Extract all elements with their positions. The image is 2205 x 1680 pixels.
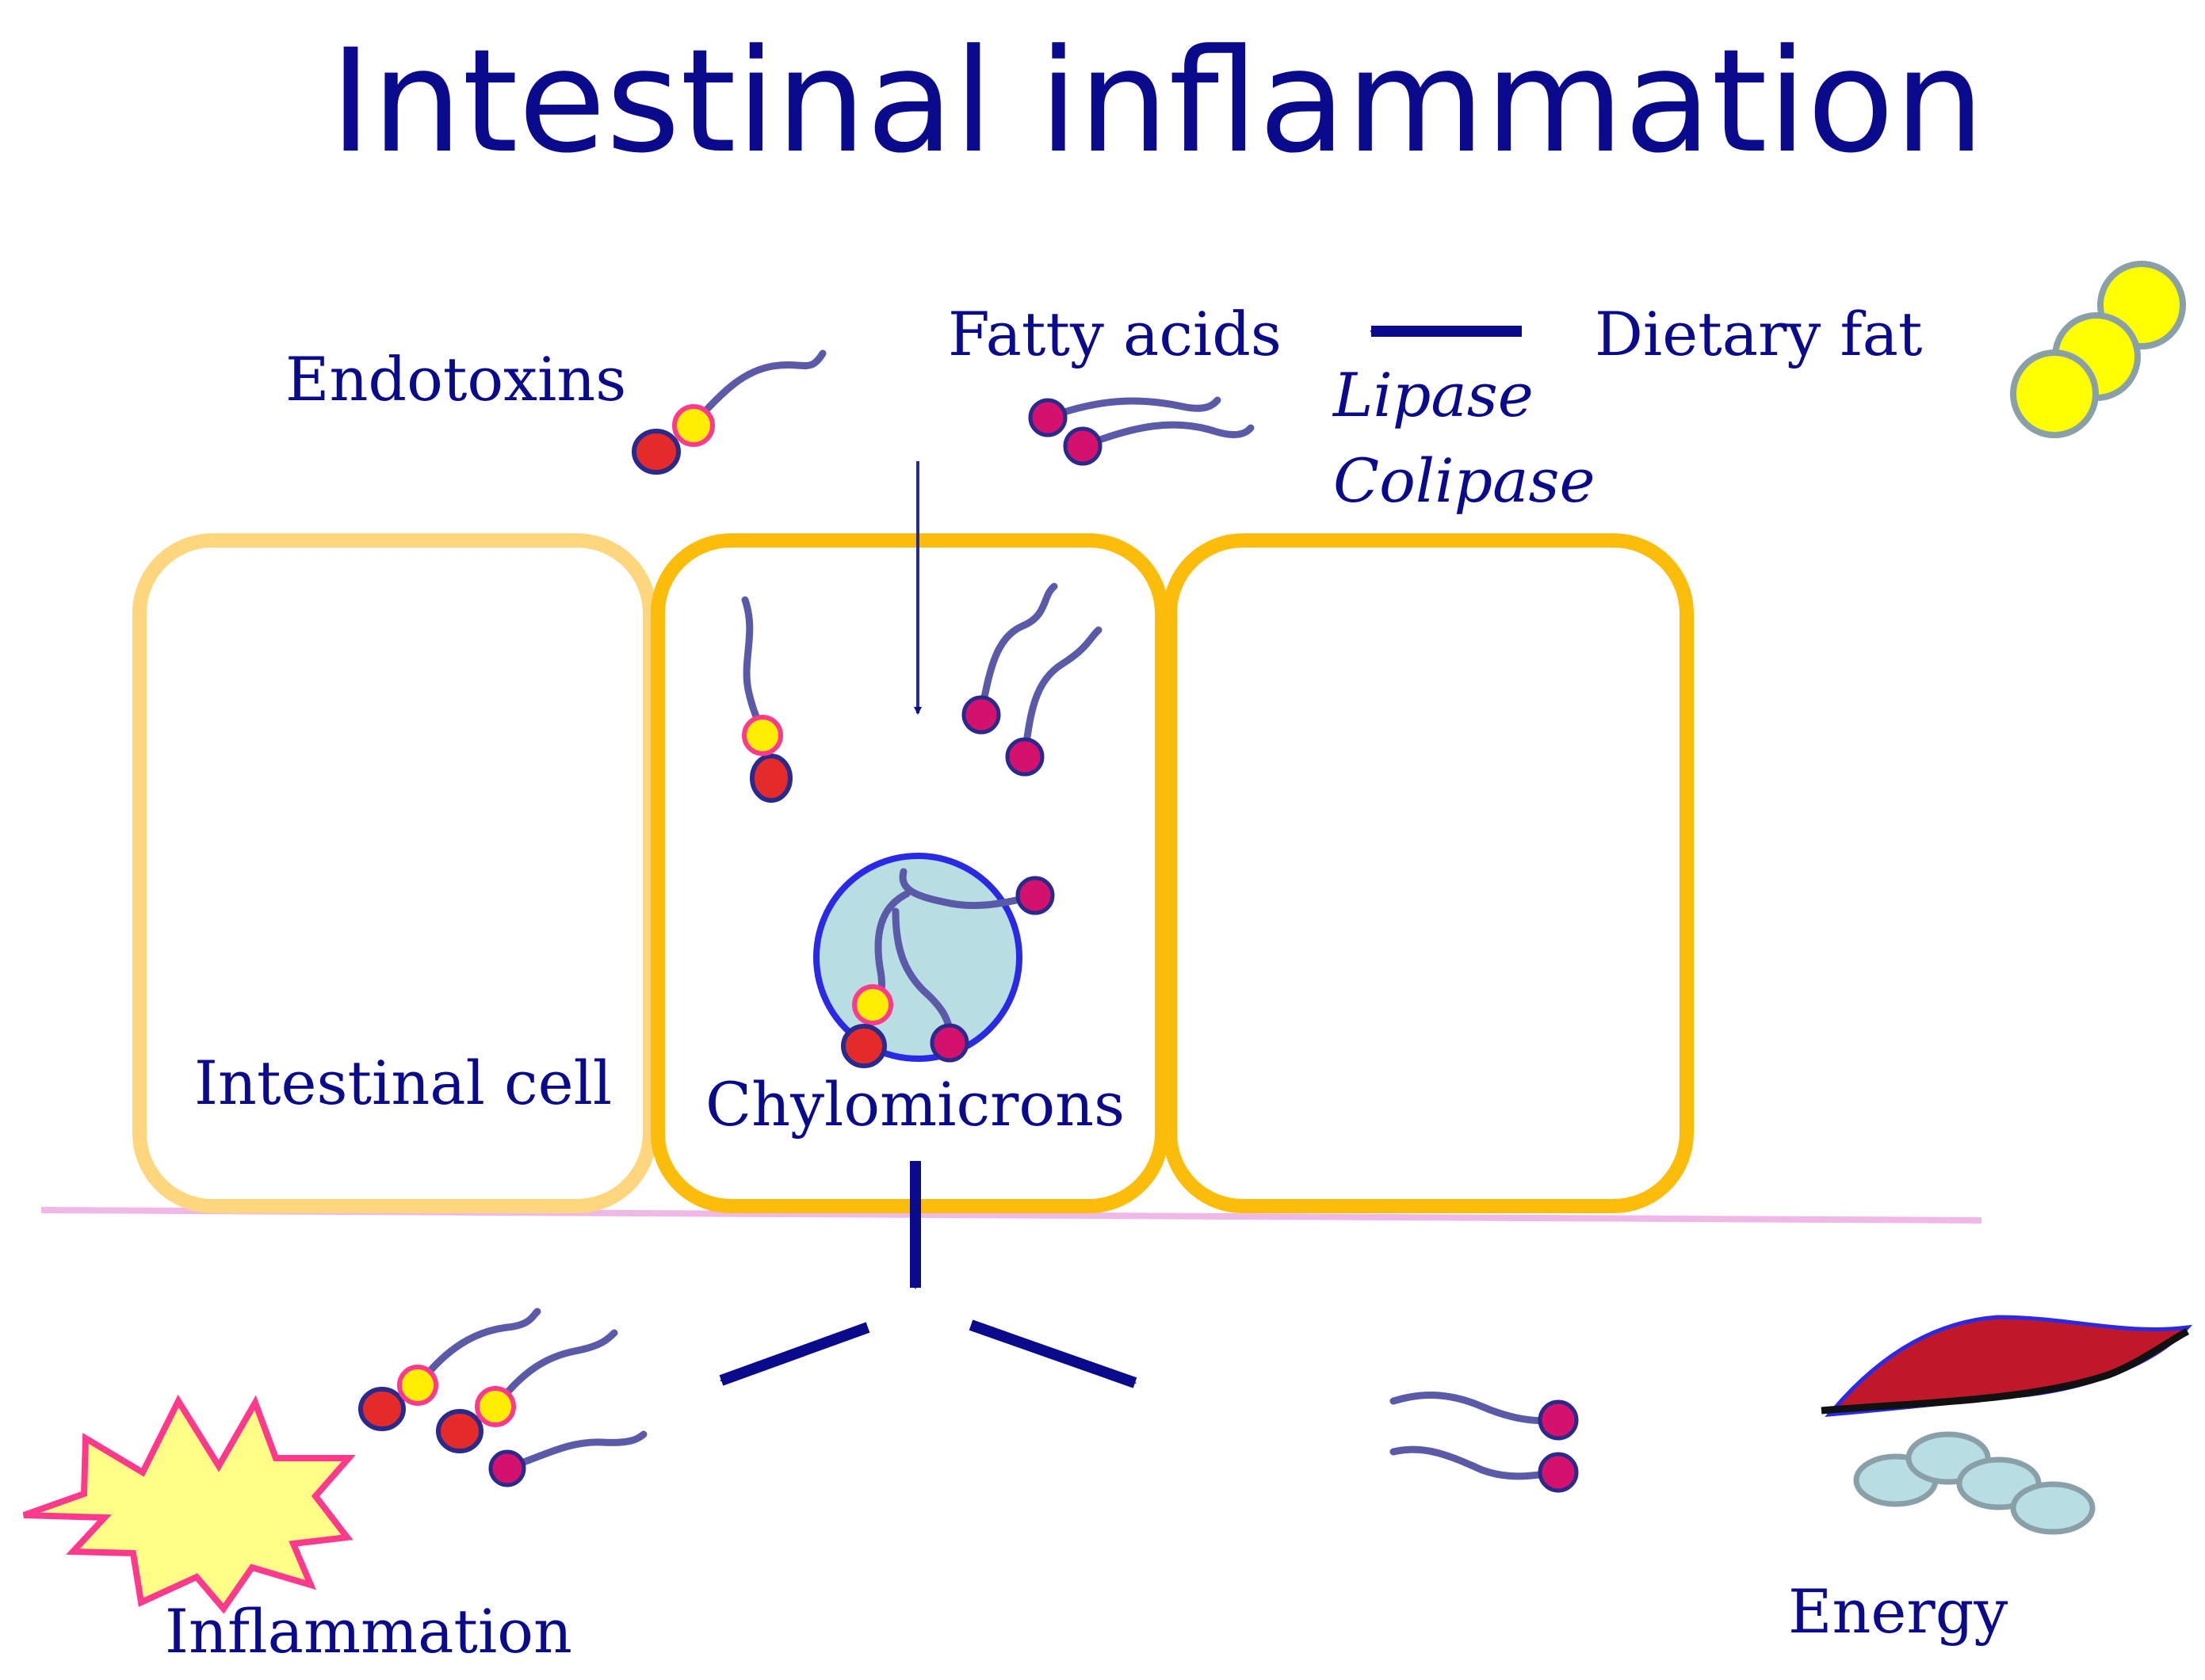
fatty-acids-in-cell	[961, 582, 1102, 777]
label-endotoxins: Endotoxins	[285, 344, 626, 414]
energy-droplets	[1853, 1431, 2096, 1535]
muscle-tissue	[1821, 1315, 2193, 1417]
label-lipase: Lipase	[1332, 360, 1534, 430]
label-chylomicrons: Chylomicrons	[705, 1069, 1125, 1140]
intestinal-cell-left	[132, 533, 657, 1213]
label-colipase: Colipase	[1333, 445, 1595, 516]
intestinal-cell-right	[1163, 533, 1694, 1213]
arrow-to-inflammation	[719, 1322, 870, 1386]
label-dietary-fat: Dietary fat	[1595, 299, 1922, 369]
endotoxin-molecule-in-cell	[741, 596, 793, 803]
chylomicron-particle	[813, 853, 1055, 1068]
inflammation-burst	[22, 1394, 356, 1614]
label-inflammation: Inflammation	[165, 1596, 572, 1667]
label-intestinal-cell: Intestinal cell	[194, 1048, 612, 1118]
page-title: Intestinal inflammation	[330, 19, 1985, 185]
fatty-acids-top	[1028, 396, 1255, 466]
label-fatty-acids: Fatty acids	[948, 299, 1282, 369]
arrow-to-energy	[969, 1319, 1137, 1388]
endotoxin-molecule-top	[632, 349, 827, 475]
inflammation-molecules	[358, 1308, 648, 1487]
dietary-fat-droplets	[2010, 261, 2186, 438]
energy-fatty-acids	[1389, 1392, 1579, 1493]
label-energy: Energy	[1788, 1576, 2008, 1647]
